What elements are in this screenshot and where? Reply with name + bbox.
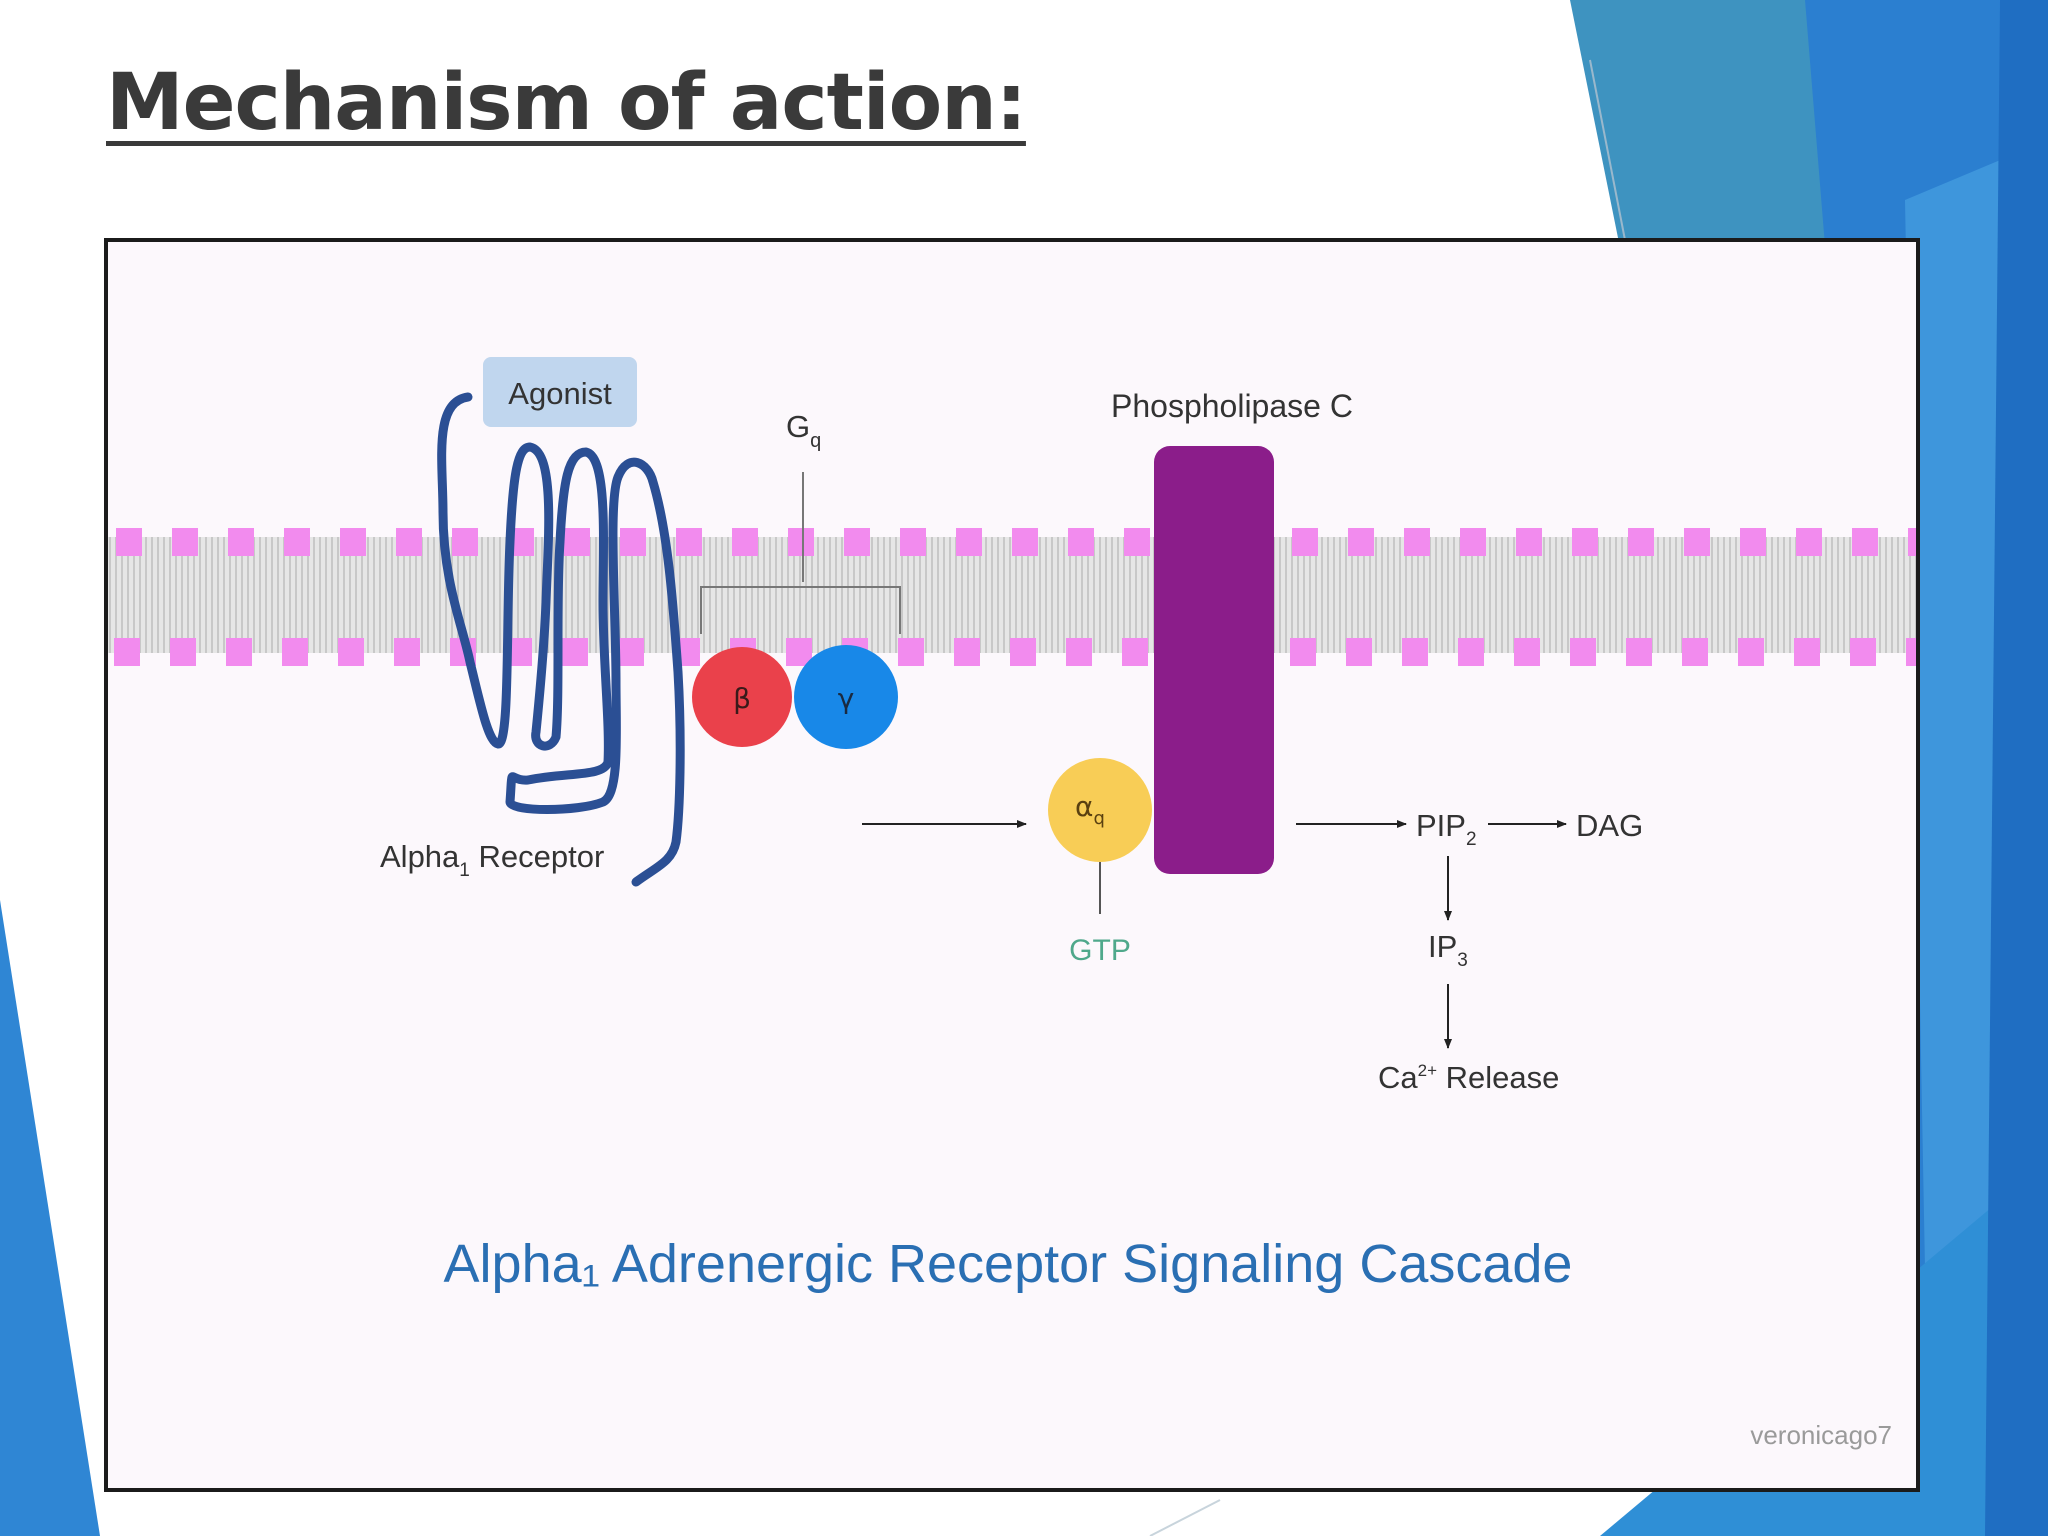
inner-head-group bbox=[226, 638, 252, 666]
inner-head-group bbox=[898, 638, 924, 666]
outer-head-group bbox=[116, 528, 142, 556]
inner-head-group bbox=[954, 638, 980, 666]
inner-head-group bbox=[786, 638, 812, 666]
outer-head-group bbox=[1852, 528, 1878, 556]
outer-head-group bbox=[1796, 528, 1822, 556]
inner-head-group bbox=[1794, 638, 1820, 666]
inner-head-group bbox=[562, 638, 588, 666]
inner-head-group bbox=[1458, 638, 1484, 666]
inner-head-group bbox=[1738, 638, 1764, 666]
outer-head-group bbox=[564, 528, 590, 556]
outer-head-group bbox=[284, 528, 310, 556]
outer-head-group bbox=[172, 528, 198, 556]
ip3-label: IP3 bbox=[1428, 929, 1468, 971]
outer-head-group bbox=[1292, 528, 1318, 556]
inner-head-group bbox=[1906, 638, 1916, 666]
bottom-accent-line bbox=[1149, 1499, 1221, 1536]
inner-head-group bbox=[1570, 638, 1596, 666]
gamma-label: γ bbox=[838, 682, 855, 715]
gtp-label: GTP bbox=[1069, 934, 1131, 967]
inner-head-group bbox=[1066, 638, 1092, 666]
agonist-label: Agonist bbox=[508, 376, 612, 411]
inner-head-group bbox=[618, 638, 644, 666]
gamma-subunit bbox=[794, 645, 898, 749]
outer-head-group bbox=[732, 528, 758, 556]
cell-membrane bbox=[108, 528, 1916, 666]
outer-head-group bbox=[844, 528, 870, 556]
alpha-q-label: αq bbox=[1075, 790, 1105, 829]
outer-head-group bbox=[1012, 528, 1038, 556]
pip2-label: PIP2 bbox=[1416, 808, 1477, 850]
beta-subunit bbox=[692, 647, 792, 747]
outer-head-group bbox=[1572, 528, 1598, 556]
outer-head-group bbox=[1348, 528, 1374, 556]
outer-head-group bbox=[1628, 528, 1654, 556]
diagram-caption: Alpha₁ Adrenergic Receptor Signaling Cas… bbox=[444, 1234, 1573, 1294]
dag-label: DAG bbox=[1576, 808, 1643, 843]
outer-head-group bbox=[788, 528, 814, 556]
outer-head-group bbox=[1740, 528, 1766, 556]
outer-head-group bbox=[396, 528, 422, 556]
outer-head-group bbox=[1404, 528, 1430, 556]
inner-head-group bbox=[1850, 638, 1876, 666]
outer-head-group bbox=[620, 528, 646, 556]
right-dark-strip bbox=[1985, 0, 2048, 1536]
ca-release-label: Ca2+ Release bbox=[1378, 1060, 1559, 1095]
outer-head-group bbox=[1124, 528, 1150, 556]
inner-head-group bbox=[1514, 638, 1540, 666]
inner-head-group bbox=[1010, 638, 1036, 666]
outer-head-group bbox=[1460, 528, 1486, 556]
phospholipase-c-enzyme bbox=[1154, 446, 1274, 874]
outer-head-group bbox=[900, 528, 926, 556]
inner-head-group bbox=[1290, 638, 1316, 666]
outer-head-group bbox=[956, 528, 982, 556]
inner-head-group bbox=[170, 638, 196, 666]
inner-head-group bbox=[1682, 638, 1708, 666]
gq-bracket bbox=[700, 472, 901, 634]
outer-head-group bbox=[1684, 528, 1710, 556]
inner-head-group bbox=[1122, 638, 1148, 666]
beta-label: β bbox=[733, 682, 751, 715]
inner-head-group bbox=[338, 638, 364, 666]
signaling-cascade-diagram: Agonist Gq β γ Phospholipase C αq GTP Al… bbox=[108, 357, 1916, 1450]
inner-head-group bbox=[1402, 638, 1428, 666]
outer-head-group bbox=[340, 528, 366, 556]
outer-head-group bbox=[1068, 528, 1094, 556]
slide-title: Mechanism of action: bbox=[106, 58, 1027, 148]
gq-label: Gq bbox=[786, 409, 821, 452]
inner-head-group bbox=[1626, 638, 1652, 666]
inner-head-group bbox=[394, 638, 420, 666]
phospholipase-c-label: Phospholipase C bbox=[1111, 388, 1353, 424]
alpha1-receptor-label: Alpha1 Receptor bbox=[380, 839, 604, 881]
inner-head-group bbox=[1346, 638, 1372, 666]
outer-head-group bbox=[676, 528, 702, 556]
alpha-q-subunit bbox=[1048, 758, 1152, 862]
outer-head-group bbox=[452, 528, 478, 556]
watermark: veronicago7 bbox=[1750, 1420, 1892, 1450]
diagram-frame: Agonist Gq β γ Phospholipase C αq GTP Al… bbox=[104, 238, 1920, 1492]
membrane-lipid-layer bbox=[108, 537, 1916, 653]
inner-head-group bbox=[282, 638, 308, 666]
outer-head-group bbox=[1516, 528, 1542, 556]
agonist-box bbox=[483, 357, 637, 427]
alpha1-receptor-shape bbox=[437, 392, 685, 887]
outer-head-group bbox=[228, 528, 254, 556]
thin-accent-line bbox=[1589, 59, 1626, 241]
left-blue-shape bbox=[0, 900, 100, 1536]
outer-head-group bbox=[1908, 528, 1916, 556]
inner-head-group bbox=[114, 638, 140, 666]
